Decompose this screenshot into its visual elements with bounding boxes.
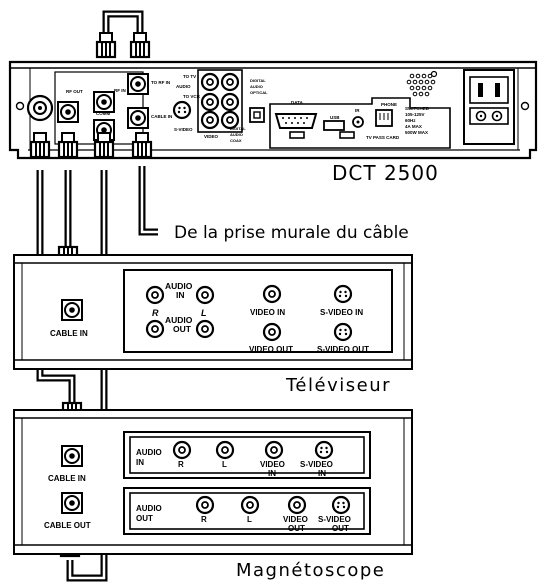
optical-label-3: OPTICAL	[250, 90, 268, 95]
tv-audio-out-audio: AUDIO	[165, 315, 193, 325]
tv-panel: CABLE IN AUDIO IN R L AUDIO OUT VIDEO IN…	[13, 254, 413, 370]
audio-rear-label: AUDIO	[176, 84, 191, 89]
usb-label: USB	[330, 115, 340, 120]
switched-label-4: 4A MAX	[405, 124, 422, 129]
vcr-out-l-jack	[240, 495, 260, 515]
coax-label-2: AUDIO	[230, 132, 243, 137]
vcr-out-r-jack	[195, 495, 215, 515]
to-vcr-label: TO VCR	[183, 94, 201, 99]
vcr-in-video-jack	[264, 440, 284, 460]
switched-label-5: 500W MAX	[405, 130, 428, 135]
video-rear-label: VIDEO	[204, 134, 219, 139]
vcr-in-video: VIDEO	[260, 460, 285, 469]
optical-label-2: AUDIO	[250, 84, 263, 89]
to-rf-in-label: TO RF IN	[151, 80, 170, 85]
vcr-in-l: L	[222, 460, 227, 469]
tv-cable-in-jack	[61, 299, 83, 321]
to-vcr-audio-jack-2	[220, 92, 240, 112]
coax-label-3: COAX	[230, 138, 242, 143]
tv-svideo-in-jack	[333, 284, 353, 304]
dct2500-rear-panel: RF OUT RF IN COMM TO RF IN CABLE IN S-VI…	[8, 60, 538, 160]
vcr-in-dir: IN	[136, 458, 144, 467]
device-name: DCT 2500	[332, 161, 439, 185]
cable-in-rear-label: CABLE IN	[151, 114, 172, 119]
vcr-out-svideo: S-VIDEO	[318, 515, 351, 524]
to-tv-audio-jack-2	[220, 72, 240, 92]
to-rf-in-coax	[127, 73, 149, 95]
tv-audio-in-audio: AUDIO	[165, 281, 193, 291]
vcr-out-svideo-dir: OUT	[332, 524, 349, 533]
dct-svideo-jack	[172, 100, 192, 120]
usb-port	[323, 120, 345, 131]
tv-audio-out-dir: OUT	[173, 324, 192, 334]
video-jack	[200, 110, 220, 130]
vcr-in-audio: AUDIO	[136, 448, 162, 457]
to-tv-audio-jack	[200, 72, 220, 92]
dct-svideo-label: S-VIDEO	[174, 127, 193, 132]
tv-video-out-label: VIDEO OUT	[249, 345, 293, 354]
optical-label-1: DIGITAL	[250, 78, 266, 83]
vcr-out-svideo-jack	[331, 495, 351, 515]
switched-label-1: SWITCHED	[405, 106, 430, 111]
wall-outlet-label: De la prise murale du câble	[174, 223, 409, 243]
vcr-cable-in-jack	[61, 445, 83, 467]
tv-video-out-jack	[262, 322, 282, 342]
data-port	[274, 113, 318, 129]
tv-video-in-jack	[262, 284, 282, 304]
switched-label-3: 60Hz	[405, 118, 416, 123]
tv-l-label: L	[201, 308, 207, 318]
to-tv-label: TO TV	[183, 74, 196, 79]
tv-audio-out-r	[145, 319, 165, 339]
vcr-out-r: R	[201, 515, 207, 524]
vcr-out-audio: AUDIO	[136, 504, 162, 513]
rf-in-coax	[93, 91, 115, 113]
tv-audio-out-l	[195, 319, 215, 339]
phone-label: PHONE	[381, 102, 397, 107]
vcr-out-l: L	[247, 515, 252, 524]
tv-cable-in-label: CABLE IN	[50, 329, 88, 338]
tv-svideo-out-jack	[333, 322, 353, 342]
vcr-cable-in-label: CABLE IN	[48, 474, 86, 483]
rf-out-coax	[57, 101, 79, 123]
comm-label: COMM	[96, 111, 110, 116]
cable-in-coax	[127, 107, 149, 129]
coax-label-1: DIGITAL	[230, 126, 246, 131]
switched-label-2: 105-125V	[405, 112, 425, 117]
to-vcr-audio-jack	[200, 92, 220, 112]
vcr-cable-out-jack	[61, 492, 83, 514]
vcr-panel: CABLE IN CABLE OUT AUDIO IN R L VIDEO IN…	[13, 409, 413, 555]
vcr-out-video-jack	[287, 495, 307, 515]
ir-label: IR	[355, 108, 360, 113]
vcr-in-svideo-jack	[314, 440, 334, 460]
vcr-name: Magnétoscope	[236, 560, 385, 581]
data-label: DATA	[291, 100, 304, 105]
vcr-out-video-dir: OUT	[288, 524, 305, 533]
tv-svideo-out-label: S-VIDEO OUT	[317, 345, 369, 354]
vcr-cable-out-label: CABLE OUT	[44, 521, 91, 530]
vcr-in-r: R	[178, 460, 184, 469]
vcr-out-video: VIDEO	[283, 515, 308, 524]
tv-svideo-in-label: S-VIDEO IN	[320, 308, 363, 317]
loop-cable	[95, 10, 151, 59]
vcr-in-svideo-dir: IN	[318, 469, 326, 478]
rf-in-label: RF IN	[114, 88, 126, 93]
tv-video-in-label: VIDEO IN	[250, 308, 285, 317]
tv-r-label: R	[152, 308, 159, 318]
tv-pass-card-label: TV PASS CARD	[366, 135, 400, 140]
rf-out-label: RF OUT	[66, 89, 83, 94]
vcr-in-r-jack	[172, 440, 192, 460]
vcr-in-video-dir: IN	[268, 469, 276, 478]
tv-audio-in-dir: IN	[176, 290, 185, 300]
vent-grill	[406, 73, 436, 97]
vcr-out-dir: OUT	[136, 514, 153, 523]
tv-name: Téléviseur	[285, 375, 391, 396]
tv-audio-in-r	[145, 285, 165, 305]
vcr-in-svideo: S-VIDEO	[300, 460, 333, 469]
tv-audio-in-l	[195, 285, 215, 305]
vcr-in-l-jack	[215, 440, 235, 460]
